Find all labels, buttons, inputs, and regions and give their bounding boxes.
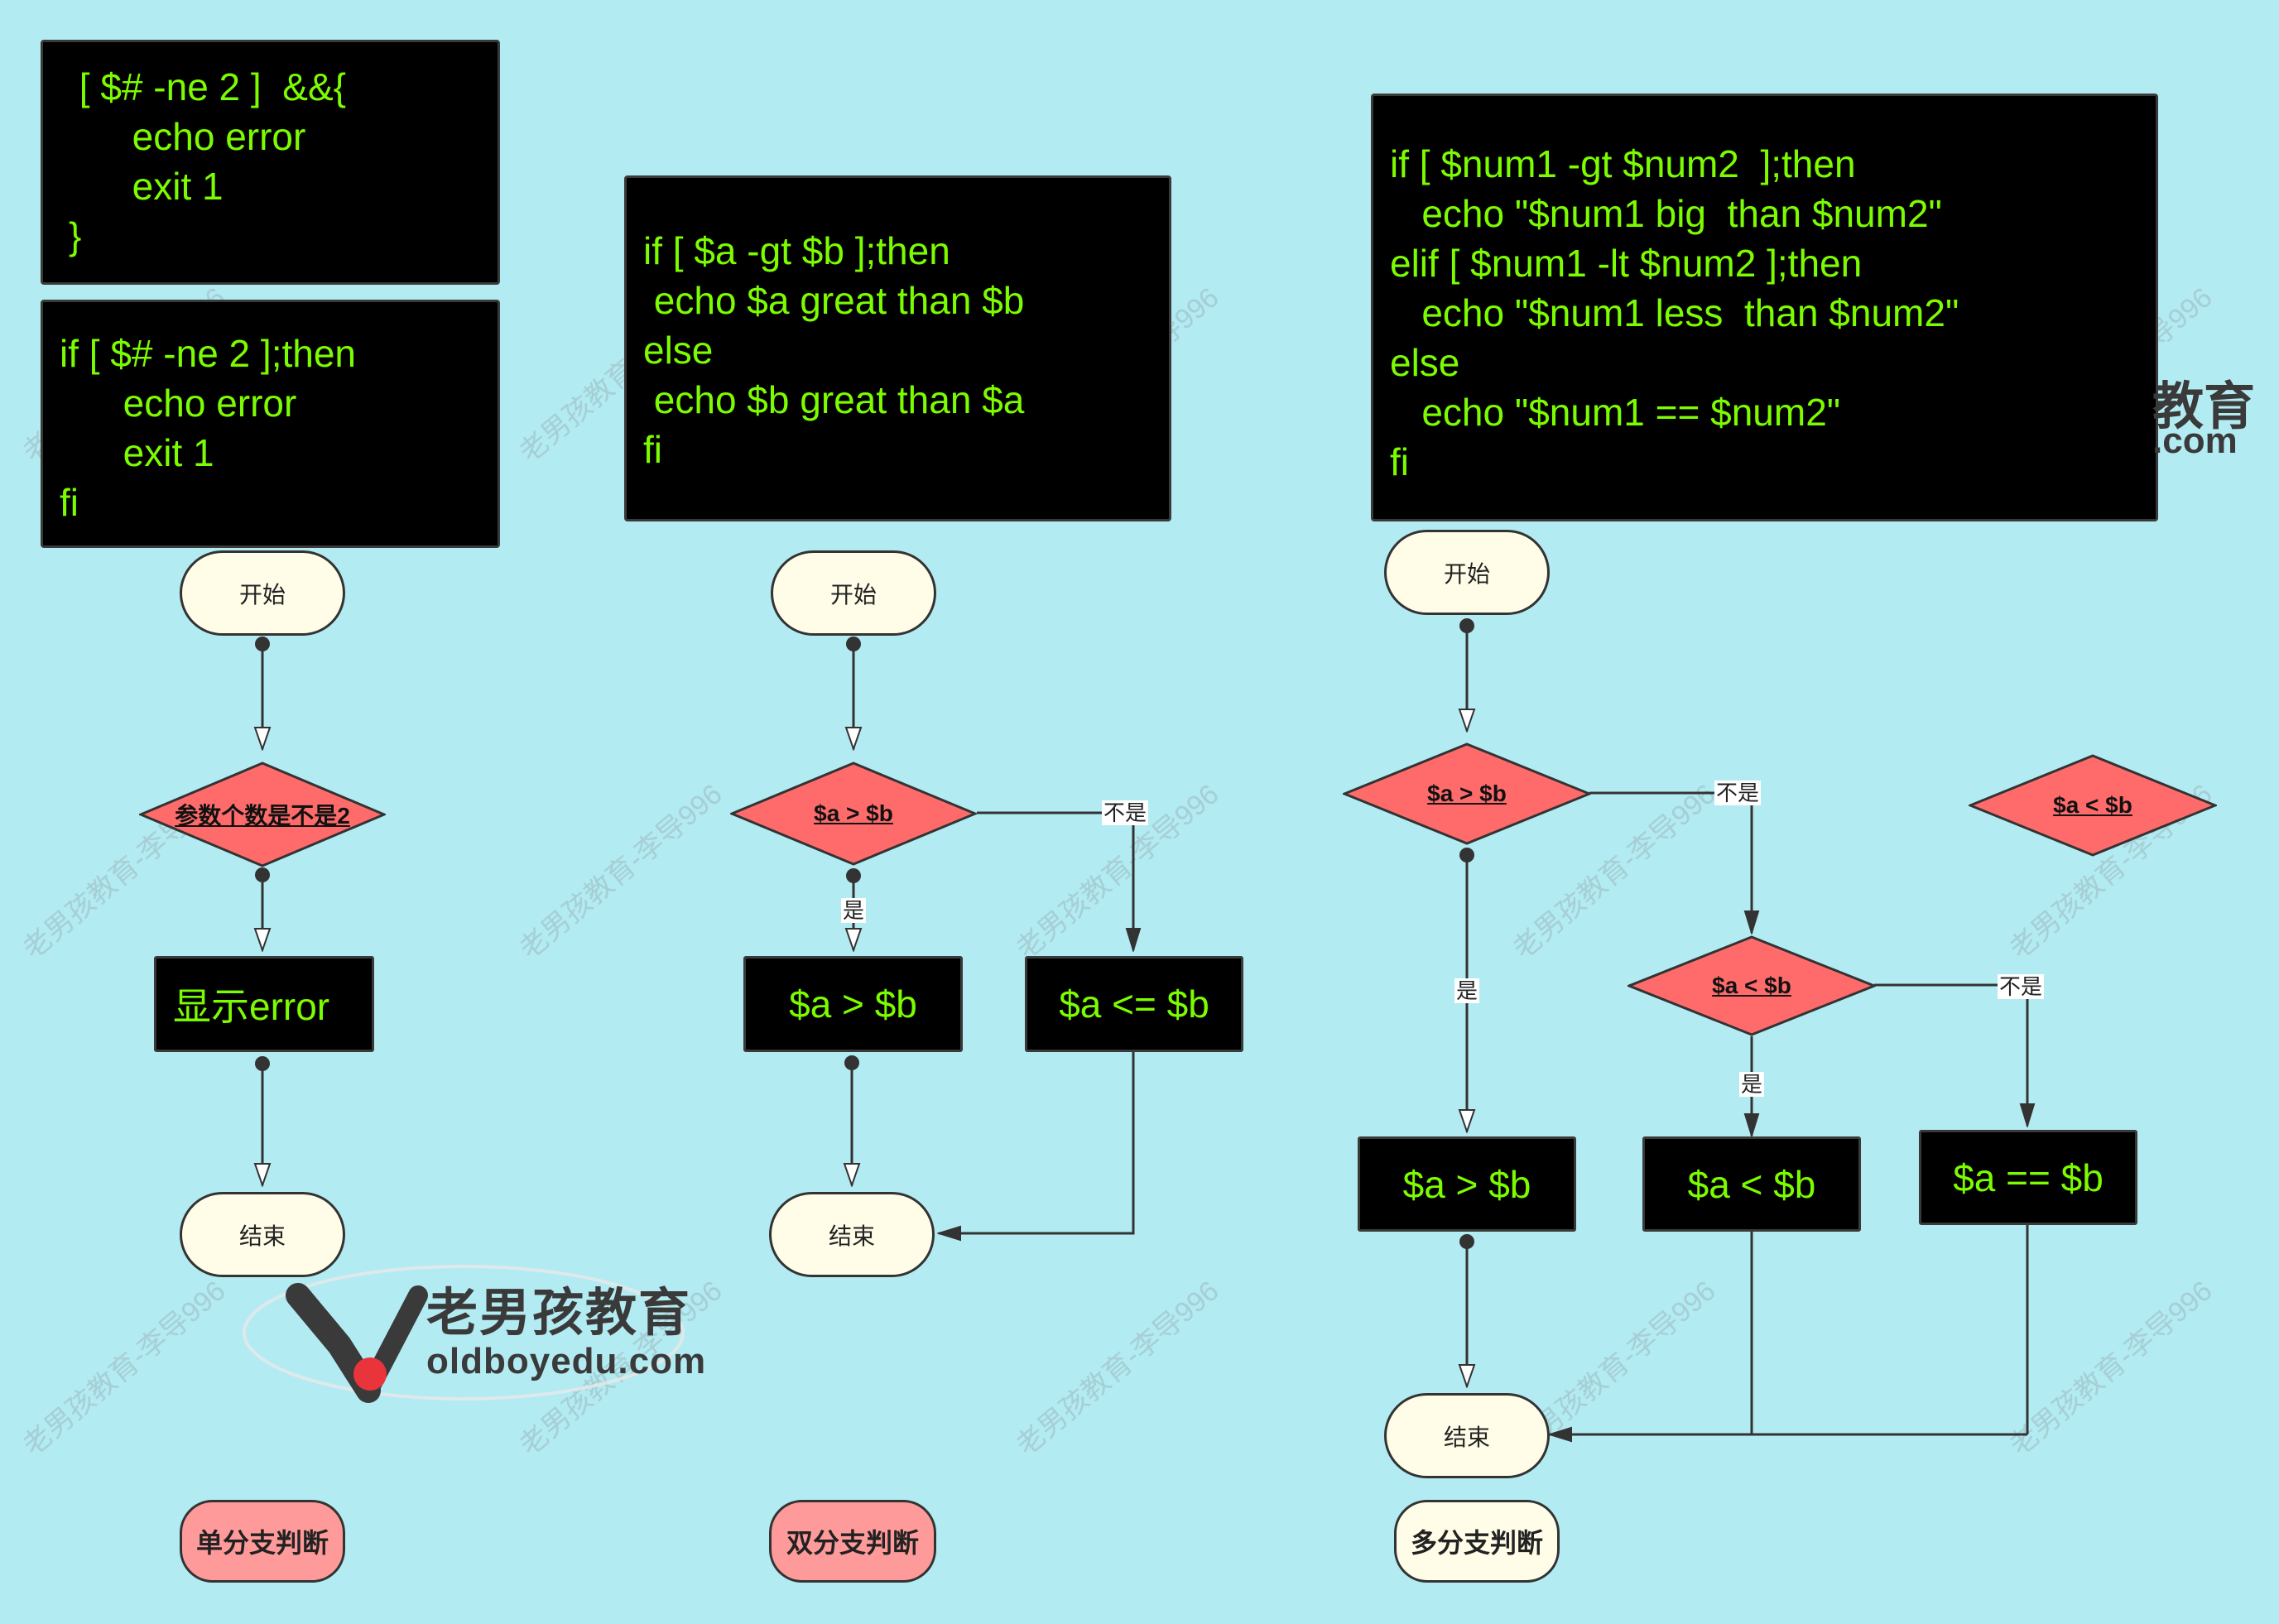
double-connectors <box>852 644 1133 1233</box>
single-process-node[interactable]: 显示error <box>154 956 374 1052</box>
multi-caption: 多分支判断 <box>1394 1500 1560 1583</box>
single-decision-label: 参数个数是不是2 <box>175 803 350 829</box>
code-block-single-and: [ $# -ne 2 ] &&{ echo error exit 1 } <box>41 40 500 285</box>
multi-decision1-shape <box>1343 742 1591 845</box>
single-end-node[interactable]: 结束 <box>180 1192 345 1277</box>
logo-partial-name: 教育 <box>2152 378 2256 435</box>
multi-end-node[interactable]: 结束 <box>1384 1393 1550 1478</box>
double-process-no-node[interactable]: $a <= $b <box>1025 956 1243 1052</box>
multi-start-node[interactable]: 开始 <box>1384 530 1550 615</box>
multi-connectors <box>1467 626 2027 1434</box>
double-start-node[interactable]: 开始 <box>771 550 936 636</box>
double-end-node[interactable]: 结束 <box>769 1192 935 1277</box>
multi-decision1-no-label: 不是 <box>1714 781 1762 805</box>
oldboyedu-logo: 老男孩教育 oldboyedu.com <box>248 1254 712 1407</box>
multi-decision2-no-label: 不是 <box>1997 974 2045 999</box>
double-decision-node[interactable]: $a > $b <box>730 762 977 866</box>
oldboyedu-logo-partial: 教育 .com <box>2152 364 2279 480</box>
code-block-single-if: if [ $# -ne 2 ];then echo error exit 1 f… <box>41 300 500 548</box>
multi-floating-decision-label: $a < $b <box>2053 792 2132 818</box>
double-decision-label: $a > $b <box>814 800 893 826</box>
double-process-yes-node[interactable]: $a > $b <box>743 956 963 1052</box>
single-decision-shape <box>139 762 386 867</box>
multi-decision2-node[interactable]: $a < $b <box>1628 935 1876 1036</box>
single-start-node[interactable]: 开始 <box>180 550 345 636</box>
code-block-multi-if: if [ $num1 -gt $num2 ];then echo "$num1 … <box>1371 94 2158 521</box>
single-caption: 单分支判断 <box>180 1500 345 1583</box>
code-block-double-if: if [ $a -gt $b ];then echo $a great than… <box>624 175 1171 521</box>
multi-floating-decision-shape <box>1969 754 2217 857</box>
multi-process-eq-node[interactable]: $a == $b <box>1919 1130 2137 1225</box>
svg-text:老男孩教育-李导996: 老男孩教育-李导996 <box>17 1275 232 1462</box>
multi-process-lt-node[interactable]: $a < $b <box>1642 1136 1861 1232</box>
double-no-label: 不是 <box>1101 800 1149 825</box>
double-dots <box>844 637 861 1070</box>
double-yes-label: 是 <box>840 898 867 923</box>
multi-decision1-node[interactable]: $a > $b <box>1343 742 1591 845</box>
multi-process-gt-node[interactable]: $a > $b <box>1358 1136 1576 1232</box>
double-caption: 双分支判断 <box>769 1500 936 1583</box>
svg-text:老男孩教育-李导996: 老男孩教育-李导996 <box>2004 1275 2219 1462</box>
svg-text:老男孩教育-李导996: 老男孩教育-李导996 <box>514 778 728 965</box>
multi-floating-decision-node[interactable]: $a < $b <box>1969 754 2217 857</box>
multi-dots <box>1459 618 1474 1249</box>
double-decision-shape <box>730 762 977 866</box>
multi-decision2-label: $a < $b <box>1712 973 1791 998</box>
multi-decision1-yes-label: 是 <box>1454 978 1480 1003</box>
multi-decision2-shape <box>1628 935 1876 1036</box>
logo-mark <box>243 1265 685 1403</box>
multi-decision1-label: $a > $b <box>1427 781 1507 806</box>
multi-decision2-yes-label: 是 <box>1738 1072 1765 1097</box>
svg-text:老男孩教育-李导996: 老男孩教育-李导996 <box>1011 1275 1225 1462</box>
logo-name: 老男孩教育 <box>426 1285 692 1342</box>
single-dots <box>255 637 270 1071</box>
logo-domain: oldboyedu.com <box>426 1341 707 1381</box>
single-decision-node[interactable]: 参数个数是不是2 <box>139 762 386 867</box>
logo-partial-domain: .com <box>2152 420 2238 461</box>
